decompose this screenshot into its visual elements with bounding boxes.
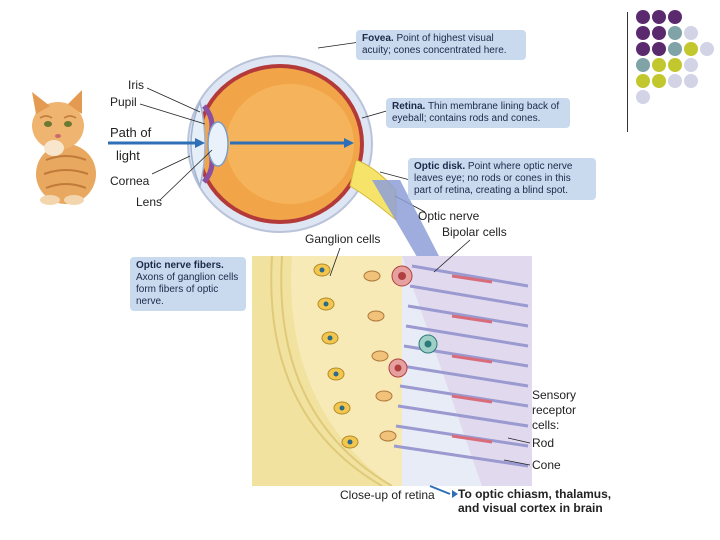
- optic-nerve-fibers-title: Optic nerve fibers.: [136, 260, 224, 271]
- optic-disk-text: Point where optic nerve leaves eye; no r…: [414, 161, 573, 196]
- decor-dot: [652, 58, 666, 72]
- optic-disk-title: Optic disk.: [414, 161, 466, 172]
- decor-dot: [684, 26, 698, 40]
- lens-label: Lens: [136, 195, 163, 209]
- decor-dot: [636, 58, 650, 72]
- sensory-receptor-label-line2: receptor: [532, 403, 577, 417]
- rod-label: Rod: [532, 436, 555, 450]
- zoom-indicator: [372, 180, 440, 262]
- iris-label: Iris: [128, 78, 144, 92]
- fovea-text: Point of highest visual acuity; cones co…: [362, 33, 507, 56]
- decor-dot: [636, 42, 650, 56]
- decor-dot: [652, 10, 666, 24]
- bipolar-cells-layer: [363, 270, 397, 442]
- decor-dot: [636, 90, 650, 104]
- optic-nerve-fibers-text: Axons of ganglion cells form fibers of o…: [136, 272, 239, 307]
- decor-dot: [636, 74, 650, 88]
- retina-callout: Retina. Thin membrane lining back of eye…: [386, 98, 570, 128]
- path-of-light-label-line1: Path of: [110, 125, 152, 140]
- optic-disk-callout: Optic disk. Point where optic nerve leav…: [408, 158, 596, 200]
- closeup-caption: Close-up of retina: [340, 488, 435, 502]
- cornea-label: Cornea: [110, 174, 150, 188]
- cone-label: Cone: [532, 458, 561, 472]
- decor-dot: [684, 58, 698, 72]
- decor-dot: [700, 42, 714, 56]
- decor-dot: [668, 42, 682, 56]
- decor-dot: [668, 58, 682, 72]
- sensory-receptor-label-line3: cells:: [532, 418, 560, 432]
- pupil-label: Pupil: [110, 95, 137, 109]
- decor-dot: [636, 10, 650, 24]
- sensory-receptor-label-line1: Sensory: [532, 388, 577, 402]
- decor-dot: [652, 42, 666, 56]
- lens-shape: [207, 121, 229, 167]
- path-of-light-label-line2: light: [116, 148, 140, 163]
- optic-nerve-fibers-callout: Optic nerve fibers. Axons of ganglion ce…: [130, 257, 246, 311]
- cat-illustration: [32, 90, 96, 205]
- divider-line: [627, 12, 628, 132]
- receptor-cells-layer: [393, 256, 532, 486]
- retina-title: Retina.: [392, 101, 426, 112]
- fovea-callout: Fovea. Point of highest visual acuity; c…: [356, 30, 526, 60]
- decor-dot: [652, 74, 666, 88]
- decor-dot: [668, 26, 682, 40]
- optic-nerve-label: Optic nerve: [418, 209, 480, 223]
- ganglion-cells-label: Ganglion cells: [305, 232, 381, 246]
- to-brain-label-line2: and visual cortex in brain: [458, 501, 603, 515]
- decor-dot: [652, 26, 666, 40]
- retina-closeup-diagram: [252, 256, 532, 486]
- to-brain-label-line1: To optic chiasm, thalamus,: [458, 487, 612, 501]
- retina-text: Thin membrane lining back of eyeball; co…: [392, 101, 560, 124]
- decor-dot: [684, 74, 698, 88]
- bipolar-cells-label: Bipolar cells: [442, 225, 507, 239]
- decor-dot: [684, 42, 698, 56]
- decor-dot: [668, 74, 682, 88]
- decor-dot: [668, 10, 682, 24]
- decor-dot: [636, 26, 650, 40]
- fovea-title: Fovea.: [362, 33, 394, 44]
